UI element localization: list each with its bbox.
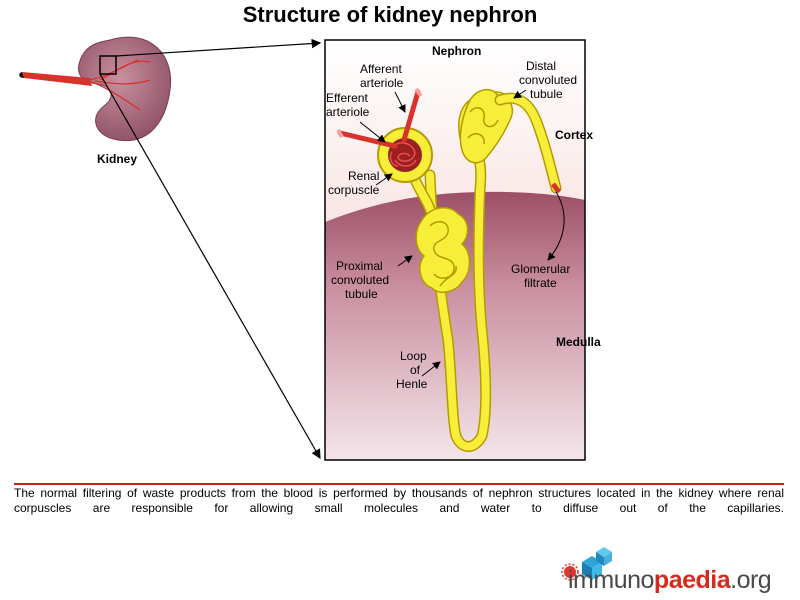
- proximal-label-line2: convoluted: [331, 273, 389, 287]
- afferent-arrow: [394, 91, 406, 113]
- efferent-arrow: [359, 121, 386, 143]
- logo-part-org: .org: [730, 566, 772, 594]
- glomerular-arrow: [547, 191, 565, 261]
- glomerular-label-line1: Glomerular: [511, 262, 570, 276]
- proximal-label-line3: tubule: [345, 287, 378, 301]
- zoom-line-bottom: [99, 73, 321, 460]
- distal-arrow: [513, 89, 527, 99]
- cortex-label: Cortex: [555, 128, 593, 142]
- caption-text: The normal filtering of waste products f…: [14, 486, 784, 515]
- distal-label-line2: convoluted: [519, 73, 577, 87]
- loop-label-line1: Loop: [400, 349, 427, 363]
- renal-arrow: [375, 173, 393, 186]
- logo-part-immuno: immuno: [568, 566, 654, 594]
- caption-divider: [14, 483, 784, 485]
- efferent-label-line2: arteriole: [326, 105, 370, 119]
- zoom-line-top: [115, 38, 322, 57]
- logo-part-paedia: paedia: [653, 566, 731, 594]
- glomerular-label-line2: filtrate: [524, 276, 557, 290]
- kidney-illustration: [19, 36, 172, 142]
- nephron-label: Nephron: [432, 44, 481, 58]
- renal-label-line2: corpuscle: [328, 183, 380, 197]
- renal-label-line1: Renal: [348, 169, 379, 183]
- afferent-label-line1: Afferent: [360, 62, 402, 76]
- zoom-box: [99, 55, 117, 75]
- loop-label-line3: Henle: [396, 377, 428, 391]
- logo-wordmark: immunopaedia.org: [568, 566, 772, 595]
- distal-label-line3: tubule: [530, 87, 563, 101]
- loop-arrow: [421, 361, 441, 377]
- distal-label-line1: Distal: [526, 59, 556, 73]
- kidney-label: Kidney: [97, 152, 137, 166]
- efferent-label-line1: Efferent: [326, 91, 368, 105]
- proximal-arrow: [397, 255, 413, 267]
- afferent-label-line2: arteriole: [360, 76, 404, 90]
- loop-label-line2: of: [410, 363, 421, 377]
- medulla-label: Medulla: [556, 335, 601, 349]
- page-title: Structure of kidney nephron: [242, 2, 538, 27]
- proximal-label-line1: Proximal: [336, 259, 383, 273]
- immunopaedia-logo: immunopaedia.org: [540, 547, 790, 596]
- logo-mark-icon: [561, 547, 612, 581]
